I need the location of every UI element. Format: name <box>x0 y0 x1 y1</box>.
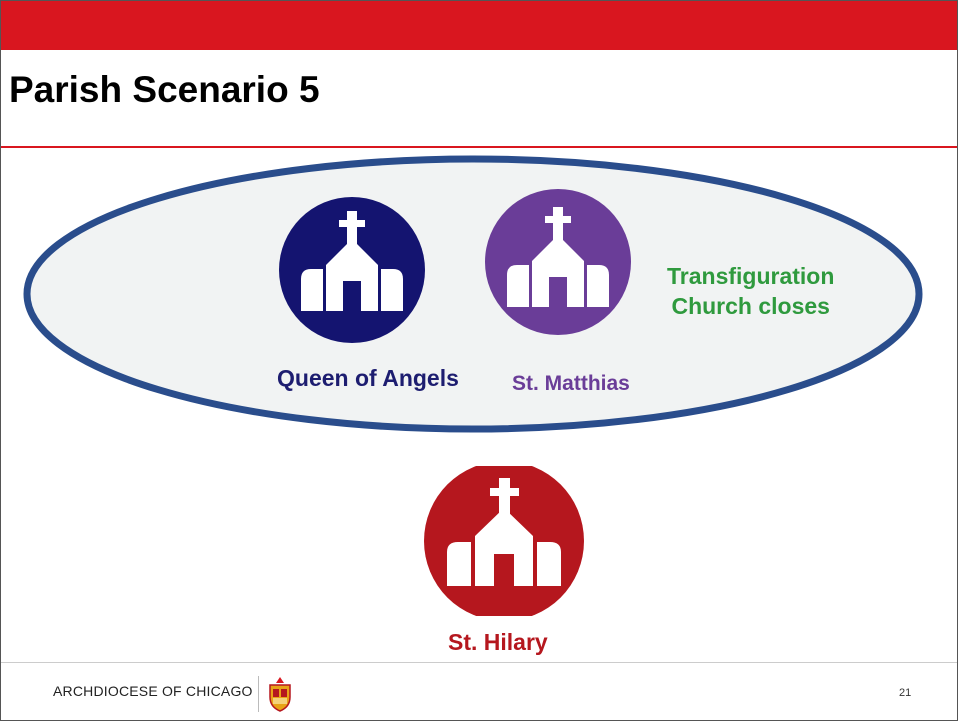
footer-org-name: ARCHDIOCESE OF CHICAGO <box>53 683 253 699</box>
grouping-oval <box>23 155 923 433</box>
footer-separator <box>258 676 259 712</box>
st-matthias-church-icon <box>485 189 631 335</box>
archdiocese-seal-icon <box>269 677 291 712</box>
queen-of-angels-label: Queen of Angels <box>277 365 459 391</box>
header-band <box>1 1 957 50</box>
st-matthias-label: St. Matthias <box>512 372 630 395</box>
closing-note: Transfiguration Church closes <box>667 261 834 321</box>
closing-note-line1: Transfiguration <box>667 263 835 289</box>
st-hilary-label: St. Hilary <box>448 629 548 655</box>
title-divider <box>1 146 957 148</box>
footer-divider-line <box>1 662 957 663</box>
page-number: 21 <box>899 687 912 699</box>
st-hilary-church-icon <box>424 466 584 616</box>
queen-of-angels-church-icon <box>279 197 425 343</box>
slide-title: Parish Scenario 5 <box>9 69 320 110</box>
closing-note-line2: Church closes <box>671 293 830 319</box>
